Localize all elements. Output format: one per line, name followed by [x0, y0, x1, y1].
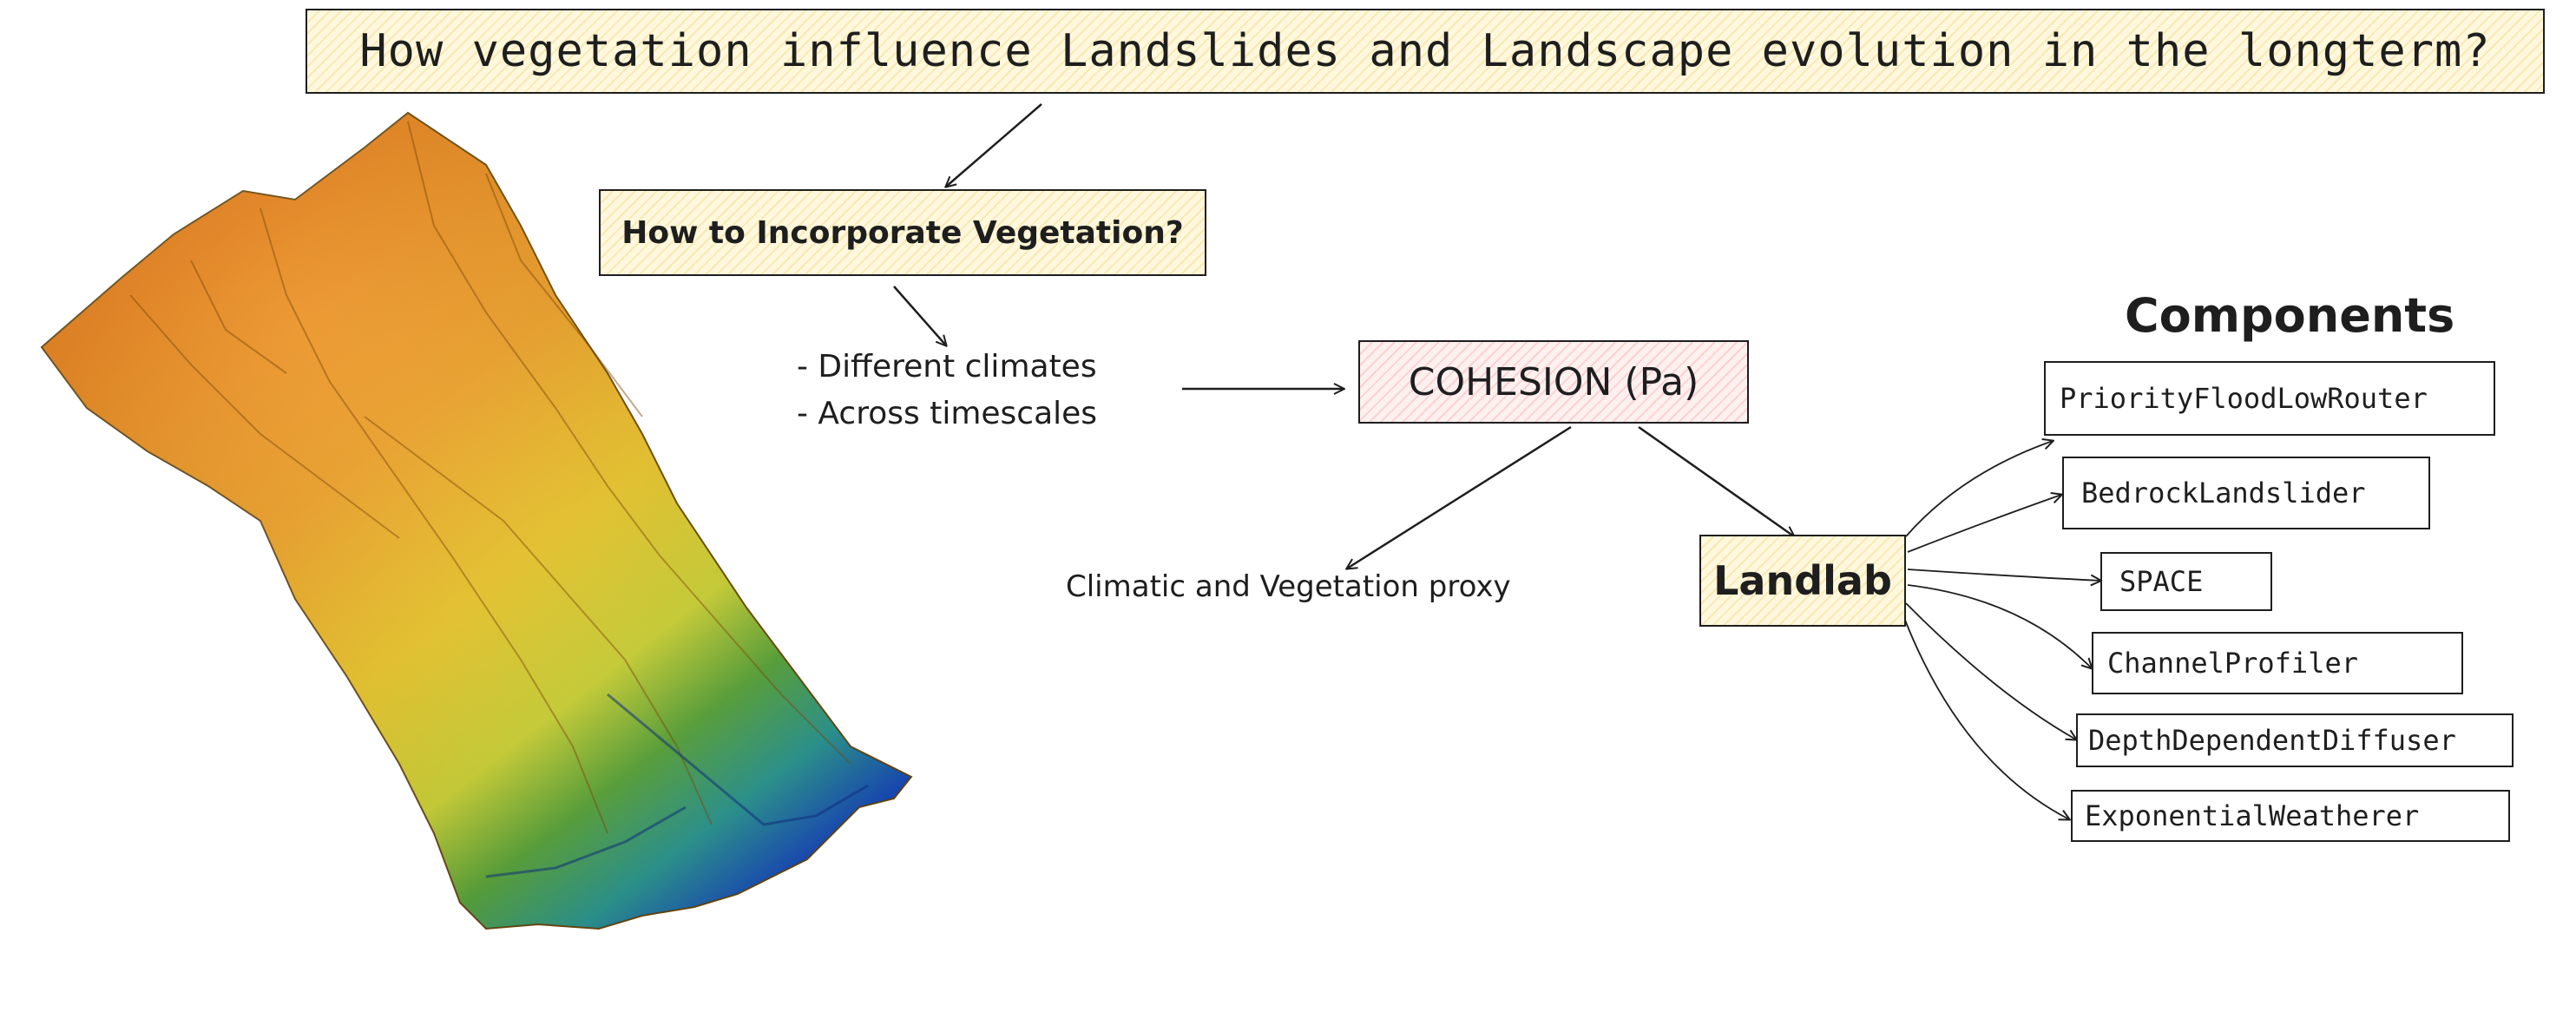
- component-box: ExponentialWeatherer: [2071, 790, 2510, 842]
- question-box: How to Incorporate Vegetation?: [599, 189, 1206, 276]
- bullet-item: - Different climates: [797, 349, 1097, 385]
- cohesion-box: COHESION (Pa): [1358, 340, 1749, 424]
- component-box: PriorityFloodLowRouter: [2044, 361, 2495, 436]
- components-heading: Components: [2125, 288, 2455, 343]
- component-box: SPACE: [2100, 552, 2272, 611]
- component-label: SPACE: [2119, 565, 2204, 598]
- arrow-landlab-to-component-6: [1903, 617, 2069, 819]
- title-banner: How vegetation influence Landslides and …: [306, 9, 2545, 94]
- component-label: DepthDependentDiffuser: [2088, 724, 2456, 757]
- bullet-item: - Across timescales: [797, 396, 1098, 431]
- landlab-text: Landlab: [1713, 557, 1892, 604]
- component-box: ChannelProfiler: [2092, 632, 2463, 694]
- component-label: BedrockLandslider: [2081, 477, 2366, 509]
- arrow-landlab-to-component-3: [1907, 569, 2100, 581]
- cohesion-text: COHESION (Pa): [1408, 359, 1699, 404]
- title-text: How vegetation influence Landslides and …: [359, 25, 2491, 77]
- bullet-list: - Different climates - Across timescales: [797, 344, 1097, 437]
- arrow-landlab-to-component-4: [1907, 584, 2092, 668]
- arrow-title-to-question: [946, 103, 1042, 187]
- arrow-landlab-to-component-1: [1905, 441, 2053, 537]
- question-text: How to Incorporate Vegetation?: [621, 214, 1184, 251]
- component-label: ChannelProfiler: [2107, 647, 2358, 680]
- component-label: PriorityFloodLowRouter: [2060, 382, 2428, 415]
- component-box: BedrockLandslider: [2062, 457, 2430, 529]
- component-label: ExponentialWeatherer: [2085, 799, 2420, 832]
- arrow-landlab-to-component-5: [1905, 602, 2076, 739]
- component-box: DepthDependentDiffuser: [2076, 713, 2514, 767]
- proxy-label: Climatic and Vegetation proxy: [1066, 569, 1511, 604]
- arrow-cohesion-to-proxy: [1347, 425, 1572, 569]
- landlab-box: Landlab: [1699, 535, 1906, 627]
- arrow-cohesion-to-landlab: [1638, 425, 1794, 536]
- arrow-question-to-bullets: [893, 286, 946, 345]
- arrow-landlab-to-component-2: [1907, 495, 2061, 553]
